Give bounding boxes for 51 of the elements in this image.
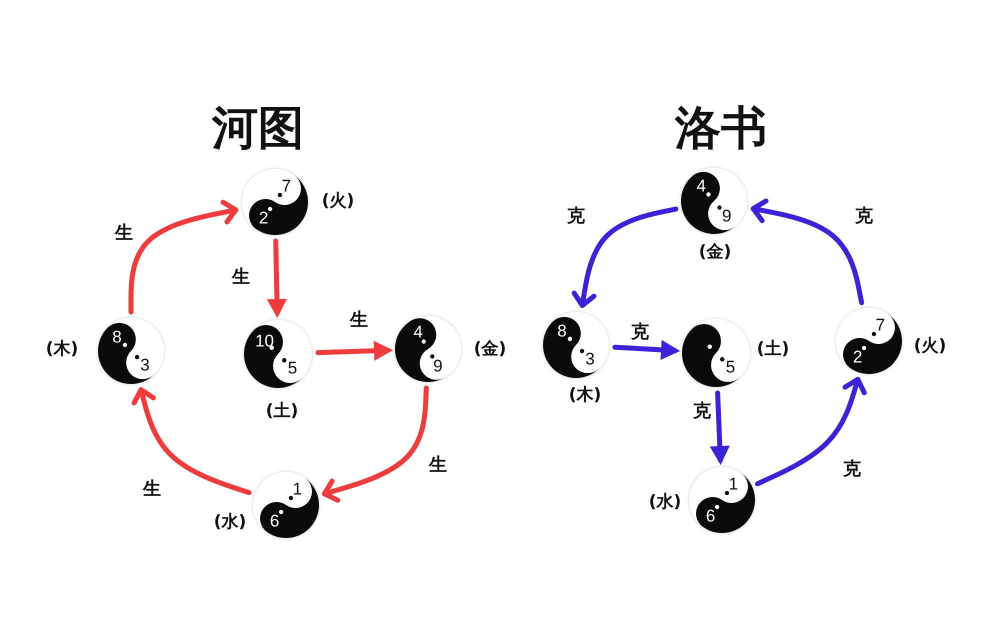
yin-yang-symbol: [395, 316, 461, 382]
number-label: 1: [728, 475, 738, 492]
yin-yang-symbol: [836, 308, 902, 374]
number-label: 6: [706, 508, 716, 525]
number-label: 4: [413, 323, 423, 340]
element-label: (金): [474, 340, 506, 360]
number-label: 10: [255, 332, 274, 350]
arrow: [572, 206, 678, 308]
number-label: 7: [282, 177, 292, 194]
yin-yang-symbol: [98, 318, 164, 384]
element-label: (水): [214, 513, 246, 533]
number-label: 4: [696, 177, 706, 194]
element-label: (土): [756, 340, 790, 360]
yin-yang-symbol: [689, 467, 755, 533]
number-label: 2: [852, 348, 862, 366]
arrow: [132, 387, 252, 496]
element-label: (水): [648, 493, 682, 513]
number-label: 1: [292, 480, 302, 498]
number-label: 8: [112, 328, 122, 346]
yin-yang-symbol: [253, 472, 319, 538]
element-label: (木): [46, 340, 78, 360]
arrow: [754, 376, 867, 486]
number-label: 2: [258, 210, 268, 227]
number-label: 9: [722, 208, 732, 225]
element-label: (金): [698, 243, 732, 263]
arrow: [315, 340, 394, 361]
number-label: 3: [585, 350, 595, 368]
yin-yang-symbol: [242, 169, 308, 235]
yin-yang-symbol: [682, 319, 750, 387]
element-label: (木): [568, 386, 602, 406]
number-label: 9: [433, 358, 443, 375]
yin-yang-symbol: [244, 320, 312, 388]
number-label: 5: [288, 360, 298, 377]
arrow: [322, 385, 429, 503]
element-label: (火): [322, 192, 354, 212]
arrow: [750, 198, 864, 306]
number-label: 8: [557, 322, 567, 340]
arrow: [612, 340, 680, 360]
arrow: [266, 238, 287, 318]
arrow: [128, 200, 238, 314]
number-label: 7: [876, 316, 886, 334]
number-label: 5: [726, 358, 736, 376]
element-label: (火): [914, 337, 946, 357]
arrow: [710, 390, 730, 466]
number-label: 6: [270, 512, 280, 530]
heading: 洛书: [675, 102, 767, 154]
heading: 河图: [212, 102, 304, 154]
number-label: 3: [140, 356, 150, 374]
yin-yang-symbol: [681, 168, 747, 234]
yin-yang-symbol: [543, 312, 609, 378]
element-label: (土): [266, 402, 298, 422]
